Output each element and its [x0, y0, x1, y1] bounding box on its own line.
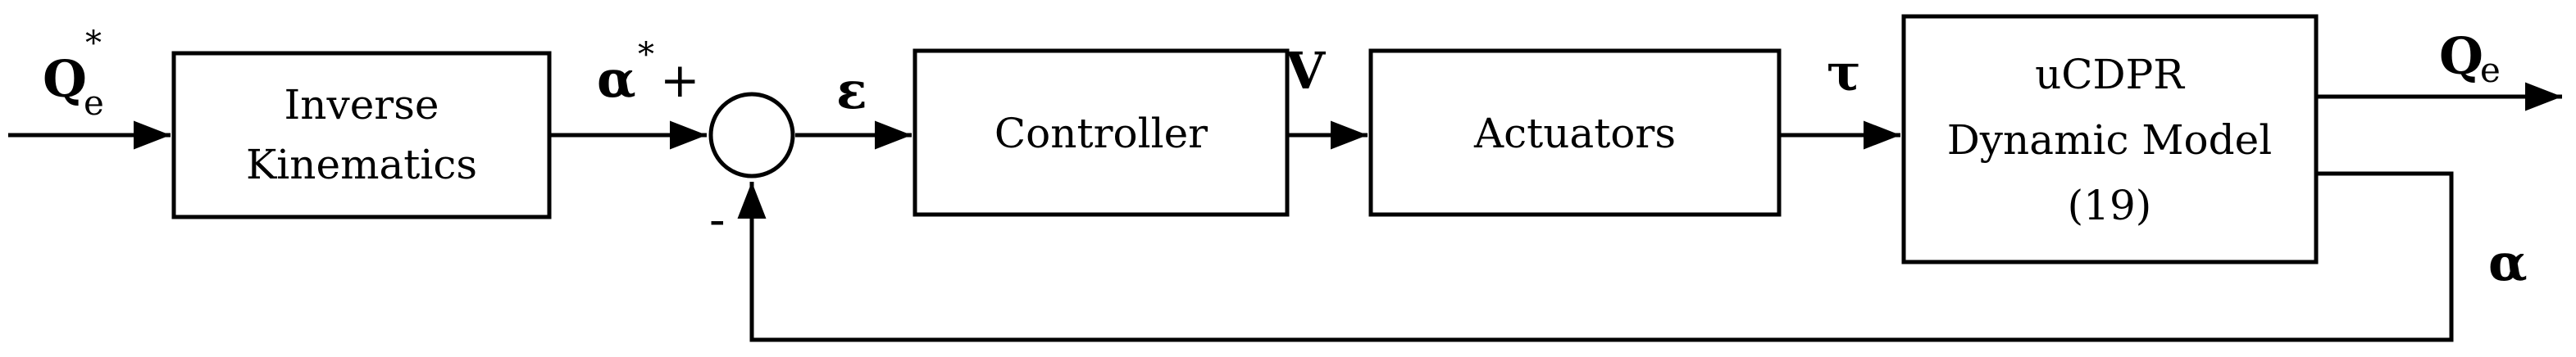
alpha-ref-label: α * [597, 36, 654, 109]
torque-label: τ [1827, 43, 1861, 102]
actuators-block [1368, 48, 1782, 217]
summing-minus-sign: - [709, 192, 726, 247]
svg-text:*: * [638, 36, 654, 74]
controller-block [913, 48, 1290, 217]
svg-text:Q: Q [43, 49, 87, 109]
q-ref-label: Q e * [43, 25, 104, 123]
svg-text:e: e [84, 83, 104, 123]
svg-text:Q: Q [2439, 26, 2483, 86]
summing-plus-sign: + [660, 52, 700, 108]
error-label: ε [836, 61, 867, 120]
alpha-feedback-label: α [2488, 233, 2528, 292]
dynamic-model-label-1: uCDPR [2035, 51, 2185, 98]
q-out-label: Q e [2439, 26, 2501, 90]
actuators-label: Actuators [1473, 110, 1676, 157]
dynamic-model-block [1901, 14, 2319, 264]
inverse-kinematics-label-1: Inverse [284, 81, 439, 129]
feedback-path [737, 171, 2454, 342]
svg-text:α: α [597, 49, 636, 109]
dynamic-model-label-2: Dynamic Model [1947, 116, 2273, 164]
inverse-kinematics-block [171, 51, 552, 219]
voltage-label: V [1285, 41, 1326, 101]
svg-text:e: e [2480, 50, 2501, 90]
summing-junction [708, 92, 795, 178]
svg-text:*: * [85, 25, 102, 62]
dynamic-model-label-3: (19) [2068, 182, 2152, 229]
controller-label: Controller [994, 110, 1208, 157]
inverse-kinematics-label-2: Kinematics [246, 141, 477, 188]
